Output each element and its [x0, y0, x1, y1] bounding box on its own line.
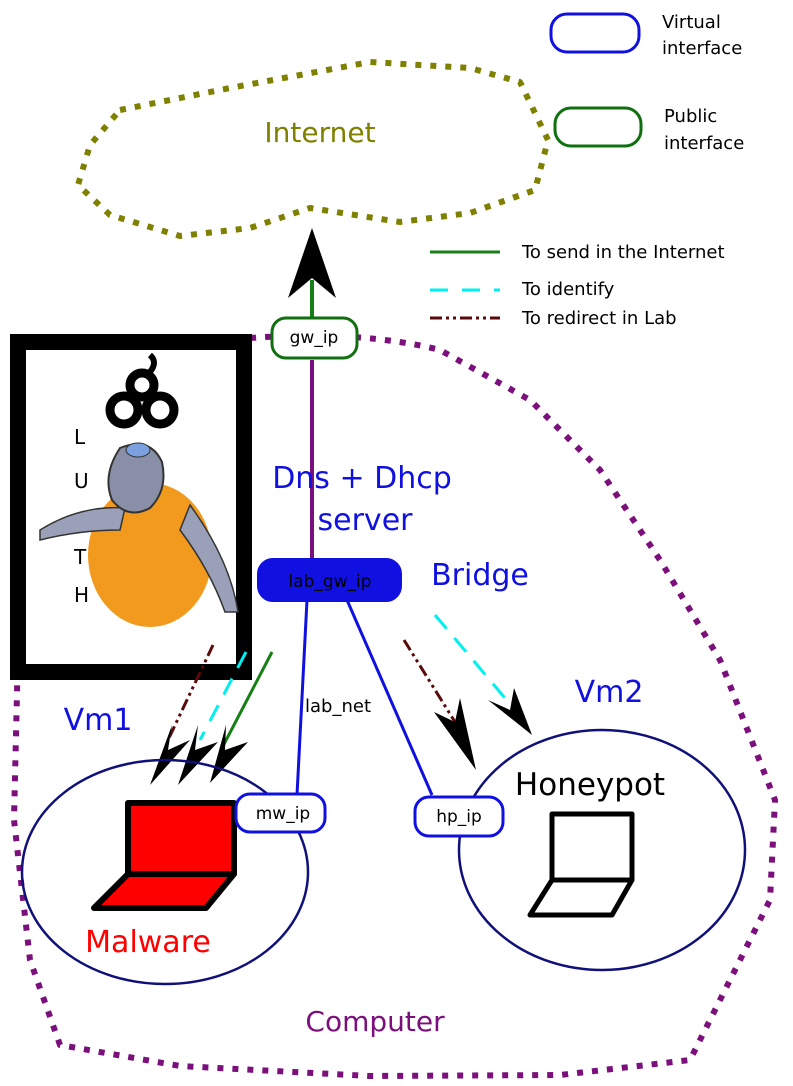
vm2-circle	[457, 728, 747, 972]
legend-virtual-interface-line1: Virtual	[662, 12, 721, 33]
arrowhead-malware-2	[178, 725, 218, 785]
turtle-flipper-left	[39, 506, 126, 541]
arrowhead-honeypot-identify	[488, 688, 532, 735]
flow-send-malware	[220, 651, 274, 749]
lab-gw-ip-label: lab_gw_ip	[288, 572, 371, 592]
turtle-eye	[125, 442, 151, 458]
lab-gw-ip-interface	[257, 558, 402, 602]
flow-identify-honeypot	[433, 614, 517, 711]
flow-identify-malware	[198, 651, 248, 741]
legend-virtual-interface-line2: interface	[662, 38, 742, 59]
legend-public-interface-swatch	[553, 106, 643, 148]
malware-laptop-icon	[91, 800, 237, 911]
arrowhead-honeypot-redirect	[434, 698, 476, 770]
logo-letter-u: U	[74, 469, 89, 493]
hp-ip-label: hp_ip	[436, 807, 482, 827]
logo-letter-h: H	[74, 583, 89, 607]
link-lab-gw-to-hp	[345, 599, 434, 796]
arrowhead-malware-1	[150, 725, 190, 785]
flow-redirect-malware	[166, 644, 215, 741]
legend-redirect-label: To redirect in Lab	[521, 308, 677, 329]
legend-identify-label: To identify	[521, 279, 615, 300]
computer-label: Computer	[305, 1005, 445, 1038]
turtle-flipper-right	[179, 503, 239, 613]
bridge-label: Bridge	[431, 558, 529, 593]
vm1-circle	[20, 758, 310, 986]
malware-label: Malware	[85, 925, 211, 960]
triskelion-icon	[105, 352, 179, 429]
vm1-label: Vm1	[64, 703, 133, 738]
honeypot-laptop-icon	[527, 811, 635, 918]
legend-send-label: To send in the Internet	[521, 242, 725, 263]
honeypot-label: Honeypot	[515, 767, 665, 803]
link-lab-gw-to-mw	[295, 599, 309, 796]
arrow-to-internet	[288, 228, 336, 298]
legend-public-interface-line1: Public	[664, 106, 717, 127]
flow-redirect-honeypot	[402, 639, 457, 723]
internet-cloud	[75, 59, 551, 239]
logo-letter-t: T	[73, 545, 87, 569]
mw-ip-label: mw_ip	[256, 804, 310, 824]
luth-logo: L U T H	[10, 334, 252, 680]
dns-dhcp-label-line1: Dns + Dhcp	[272, 461, 452, 496]
legend-public-interface-line2: interface	[664, 133, 744, 154]
mw-ip-interface	[234, 792, 327, 834]
dns-dhcp-label-line2: server	[318, 503, 414, 538]
legend-virtual-interface-swatch	[549, 12, 641, 54]
vm2-label: Vm2	[575, 675, 644, 710]
turtle-head	[107, 443, 165, 514]
gw-ip-label: gw_ip	[290, 328, 339, 348]
internet-label: Internet	[264, 116, 375, 149]
logo-letter-l: L	[74, 425, 86, 449]
gw-ip-interface	[270, 316, 359, 360]
hp-ip-interface	[413, 795, 505, 838]
lab-net-label: lab_net	[305, 696, 371, 717]
